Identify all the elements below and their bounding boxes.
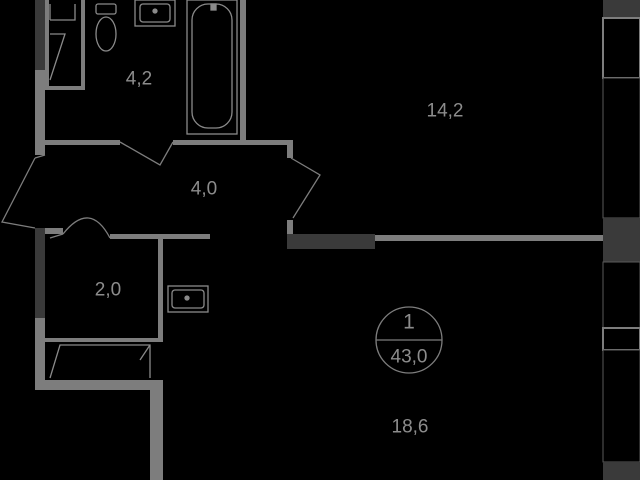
living-kitchen-partition — [287, 220, 603, 249]
bathroom-area-label: 4,2 — [125, 68, 153, 90]
toilet-fixture-upper — [95, 3, 117, 52]
window-upper-right — [602, 0, 640, 219]
toilet-door — [49, 217, 111, 239]
hall-top-wall — [45, 140, 293, 158]
rooms-count-label: 1 — [403, 310, 415, 334]
bathroom-shelf — [49, 4, 76, 81]
living-room-door — [290, 157, 321, 219]
bathroom-walls — [45, 0, 246, 140]
toilet-walls — [45, 239, 163, 480]
kitchen-area-label: 18,6 — [391, 416, 429, 438]
wash-basin — [167, 285, 209, 313]
bathtub — [186, 0, 238, 135]
hallway-area-label: 4,0 — [190, 178, 218, 200]
hall-bottom-wall — [45, 228, 210, 239]
toilet-area-label: 2,0 — [94, 279, 122, 301]
left-wall — [35, 0, 45, 390]
entrance-door — [1, 154, 46, 229]
apartment-badge — [375, 306, 443, 374]
bathroom-door — [119, 141, 174, 166]
bathroom-sink — [134, 0, 176, 27]
living-room-area-label: 14,2 — [426, 100, 464, 122]
toilet-shelf — [49, 344, 151, 379]
window-lower-right — [602, 218, 640, 480]
total-area-label: 43,0 — [390, 346, 428, 368]
